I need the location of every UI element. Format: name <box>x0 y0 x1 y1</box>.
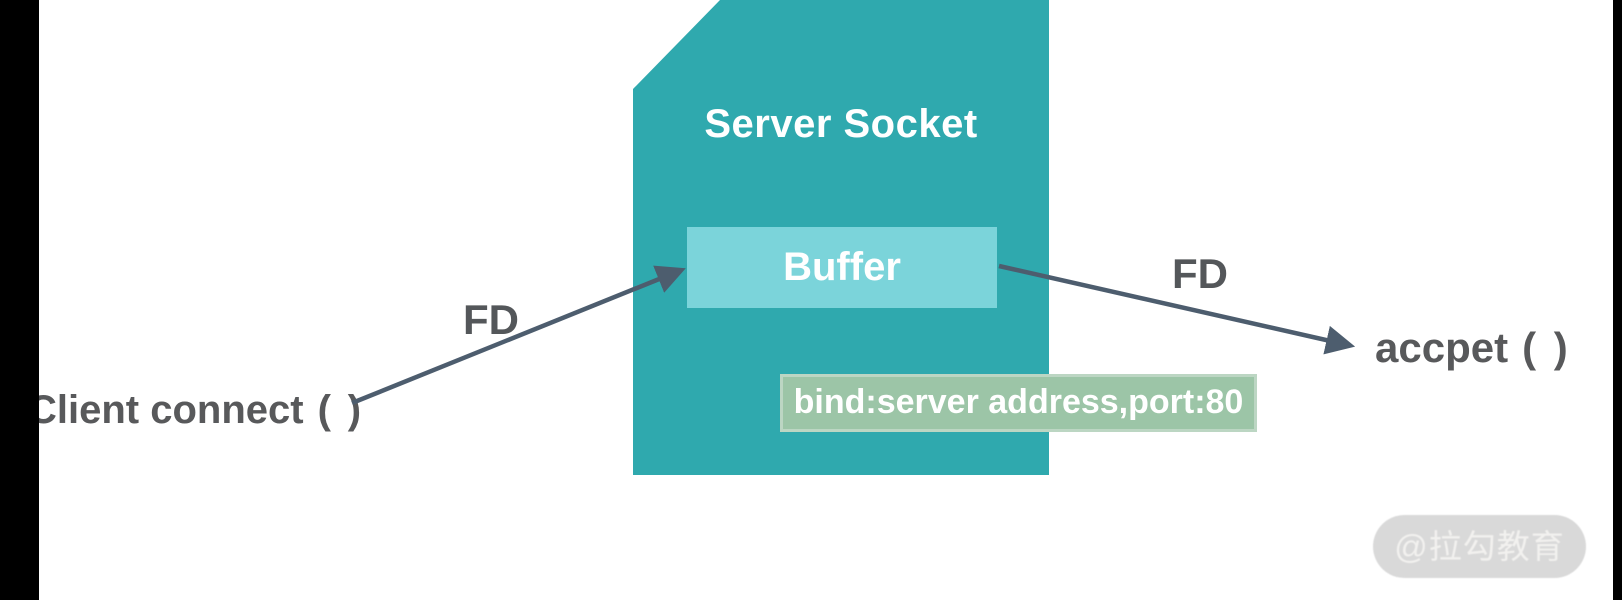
server-socket-title: Server Socket <box>704 102 978 146</box>
right-edge-bar <box>1613 0 1622 600</box>
buffer-box: Buffer <box>687 227 997 308</box>
left-edge-bar <box>0 0 39 600</box>
accept-parens: () <box>1522 324 1586 371</box>
accept-label: accpet () <box>1375 327 1585 369</box>
client-connect-parens: () <box>317 388 378 432</box>
fd-label-left: FD <box>463 296 519 343</box>
client-connect-label: Client connect () <box>28 390 378 430</box>
watermark-badge: @拉勾教育 <box>1373 515 1586 578</box>
bind-address-label: bind:server address,port:80 <box>780 374 1257 432</box>
client-connect-text: Client connect <box>28 388 304 432</box>
accept-text: accpet <box>1375 324 1509 371</box>
fd-label-right: FD <box>1172 250 1228 297</box>
